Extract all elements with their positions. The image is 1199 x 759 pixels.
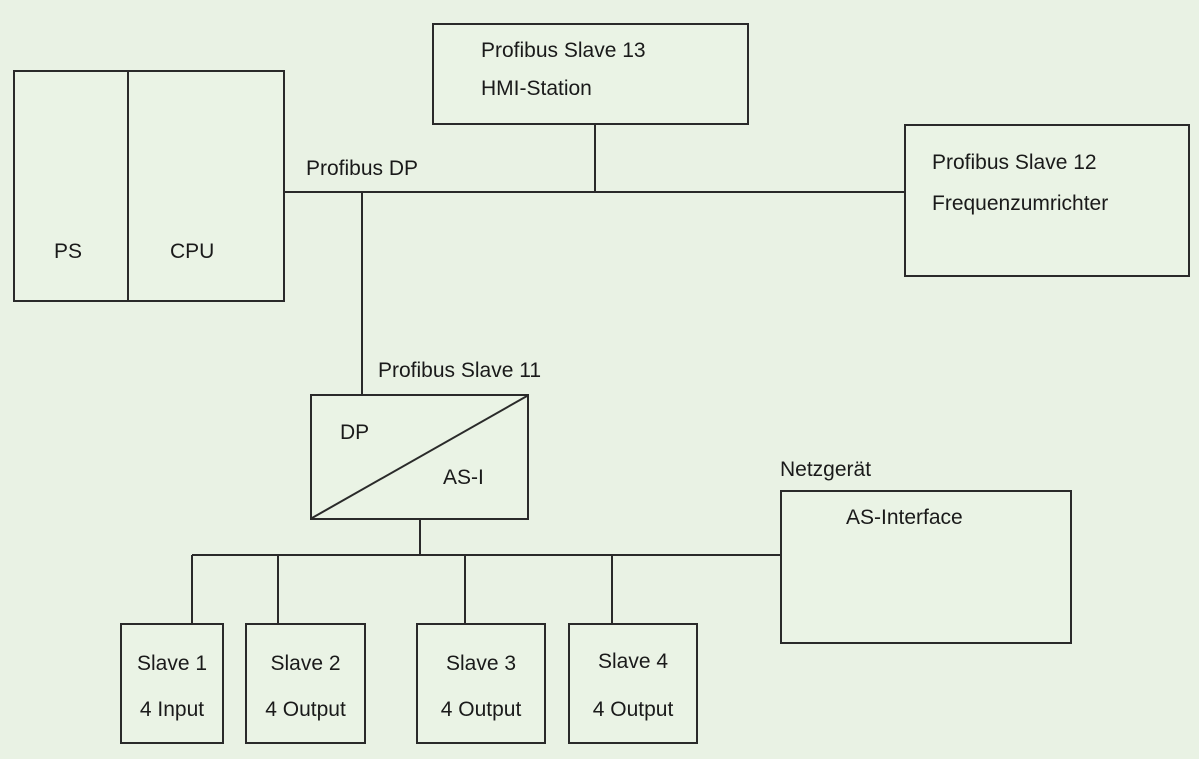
asi-slave-3-type: 4 Output [440,698,522,721]
ps-label: PS [54,240,83,263]
asi-slave-3-box [416,623,546,744]
power-supply-box [780,490,1072,644]
asi-slave-4-name: Slave 4 [597,650,669,673]
power-supply-title: Netzgerät [780,458,872,481]
slave13-box [432,23,749,125]
asi-slave-4-box [568,623,698,744]
gateway-diagonal [312,396,527,518]
slave12-box [904,124,1190,277]
slave11-title: Profibus Slave 11 [378,359,542,382]
plc-rack [13,70,285,302]
cpu-label: CPU [170,240,215,263]
asi-slave-4-type: 4 Output [592,698,674,721]
plc-divider [127,72,129,300]
asi-slave-3-name: Slave 3 [445,652,517,675]
asi-slave-1-type: 4 Input [139,698,205,721]
asi-slave-2-type: 4 Output [265,698,346,721]
asi-slave-2-box [245,623,366,744]
asi-slave-1-name: Slave 1 [136,652,208,675]
slave13-subtitle: HMI-Station [481,77,592,100]
slave12-title: Profibus Slave 12 [932,151,1097,174]
gateway-asi-label: AS-I [443,466,484,489]
slave12-subtitle: Frequenzumrichter [932,192,1109,215]
asi-slave-2-name: Slave 2 [270,652,341,675]
asi-slave-1-box [120,623,224,744]
profibus-dp-label: Profibus DP [306,157,419,180]
power-supply-label: AS-Interface [846,506,963,529]
slave11-gateway-box [310,394,529,520]
gateway-dp-label: DP [340,421,370,444]
slave13-title: Profibus Slave 13 [481,39,646,62]
